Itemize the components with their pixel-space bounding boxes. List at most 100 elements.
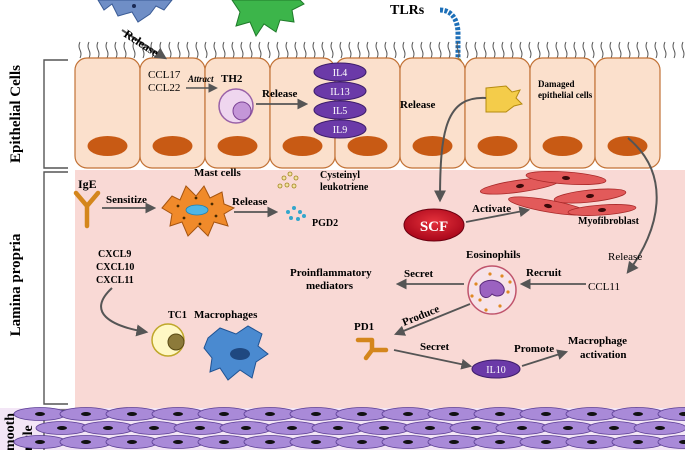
ccl11-release-arrow [626,137,658,274]
microvillus [438,41,442,59]
tc1-nucleus [167,333,185,351]
myofibroblast-nucleus [586,193,594,199]
smooth-muscle-nucleus [219,440,229,444]
smooth-muscle-nucleus [103,426,113,430]
ige-label: IgE [78,177,97,191]
microvillus [240,41,244,59]
microvillus [573,41,577,59]
microvillus [186,41,190,59]
smooth-muscle-nucleus [265,440,275,444]
microvillus [231,41,235,59]
microvillus [618,41,622,59]
microvillus [393,41,397,59]
smooth-muscle-nucleus [449,412,459,416]
microvillus [222,41,226,59]
smooth-muscle-nucleus [679,440,685,444]
ccl11-release-label: Release [608,251,642,263]
microvillus [312,41,316,59]
smooth-muscle-nucleus [633,440,643,444]
microvillus [411,41,415,59]
microvillus [681,41,685,59]
macrophage-activation-label-2: activation [580,349,626,361]
smooth-muscle-nucleus [127,440,137,444]
smooth-muscle-nucleus [587,440,597,444]
smooth-muscle-nucleus [587,412,597,416]
epithelial-nucleus [477,136,518,156]
scf-oval [403,208,465,242]
macrophages-label: Macrophages [194,309,258,321]
smooth-muscle-nucleus [287,426,297,430]
smooth-muscle-nucleus [403,440,413,444]
smooth-muscle-nucleus [311,440,321,444]
microvillus [330,41,334,59]
mast-cell [161,185,236,237]
il5-oval [313,100,367,120]
eosinophil-granules [470,272,512,312]
epithelial-cell-row [74,57,661,169]
promote-arrow [521,349,569,367]
smooth-muscle-nucleus [57,426,67,430]
scf-label: SCF [420,219,448,235]
il9-oval [313,119,367,139]
microvillus [447,41,451,59]
microvillus [249,41,253,59]
il9-label: IL9 [333,125,347,136]
secret-arrow-2 [393,349,473,370]
sensitize-label: Sensitize [106,194,147,206]
smooth-muscle-nucleus [495,412,505,416]
epithelial-nucleus [87,136,128,156]
epithelial-nucleus [282,136,323,156]
pd1-receptor-icon [355,337,389,361]
ige-antibody-icon [73,190,101,229]
smooth-muscle-cell [657,407,685,421]
smooth-muscle-nucleus [173,440,183,444]
produce-arrow [393,303,471,336]
cysteinyl-dots [277,171,299,189]
mast-cells-label: Mast cells [194,167,241,179]
myofibroblast-nucleus [544,203,552,209]
microvillus [384,41,388,59]
release-arrow-top [121,29,168,60]
smooth-muscle-nucleus [449,440,459,444]
epithelial-nucleus [607,136,648,156]
microvillus [420,41,424,59]
smooth-muscle-label-a: y smooth [3,413,18,450]
microvillus [654,41,658,59]
microvillus [96,41,100,59]
ccl11-label: CCL11 [588,281,620,293]
smooth-muscle-nucleus [35,440,45,444]
scf-release-arrow [434,96,487,203]
smooth-muscle-nucleus [425,426,435,430]
dendritic-nucleus [132,4,136,8]
smooth-muscle-nucleus [173,412,183,416]
microvillus [177,41,181,59]
eosinophils-label: Eosinophils [466,249,521,261]
microvillus [276,41,280,59]
cysteinyl-label-2: leukotriene [320,182,369,193]
microvillus [609,41,613,59]
smooth-muscle-nucleus [81,412,91,416]
il13-label: IL13 [330,87,349,98]
smooth-muscle-nucleus [357,440,367,444]
microvillus [591,41,595,59]
smooth-muscle-nucleus [35,412,45,416]
smooth-muscle-nucleus [219,412,229,416]
eosinophil-nucleus [479,279,505,298]
il10-label: IL10 [486,365,505,376]
smooth-muscle-nucleus [333,426,343,430]
smooth-muscle-nucleus [403,412,413,416]
damaged-label-2: epithelial cells [538,90,593,100]
tlrs-label: TLRs [390,3,425,18]
cxcl-arrow [100,287,149,337]
microvillus [672,41,676,59]
il5-label: IL5 [333,106,347,117]
smooth-muscle-nucleus [471,426,481,430]
microvillus [204,41,208,59]
dendritic-cell [97,0,173,23]
microvillus [285,41,289,59]
microvillus [546,41,550,59]
smooth-muscle-nucleus [311,412,321,416]
epithelial-nucleus [217,136,258,156]
myofibroblast-label: Myofibroblast [578,216,640,227]
